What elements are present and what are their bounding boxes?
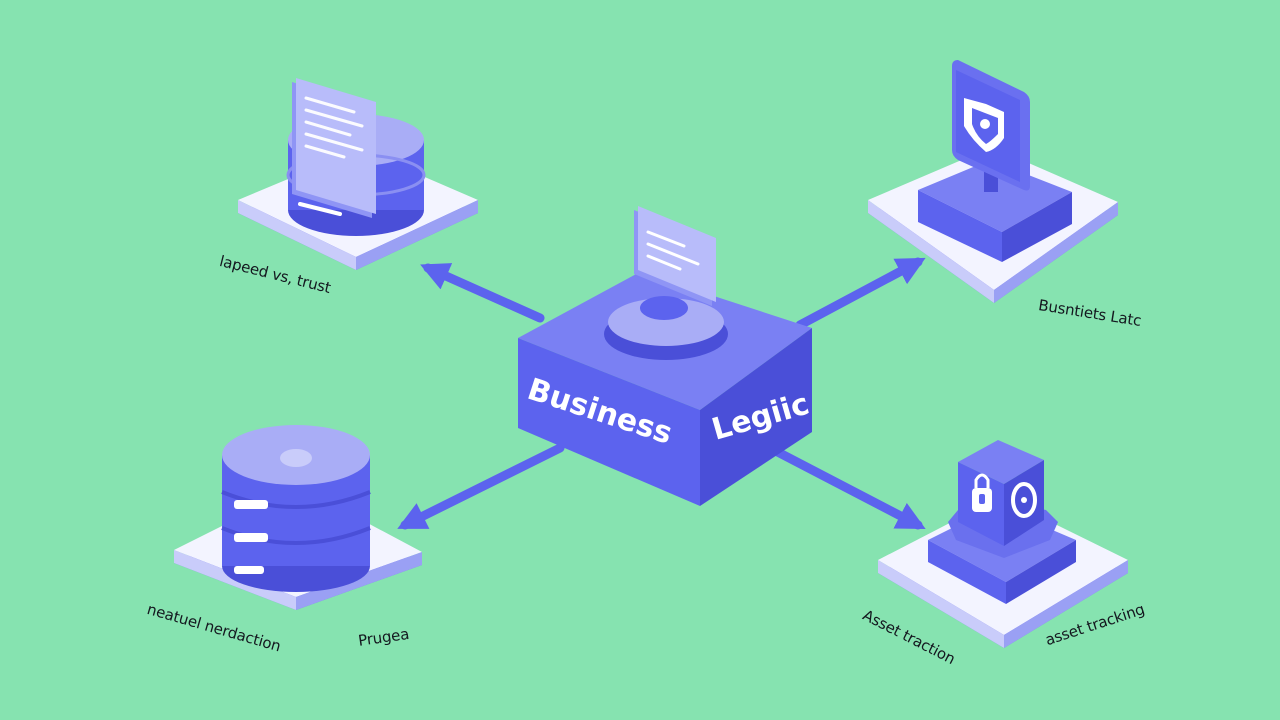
node-top-right [868, 60, 1118, 303]
lock-cube-icon [928, 440, 1076, 604]
database-stack-icon [221, 425, 371, 592]
arrow-to-top-right [795, 257, 926, 330]
hub-node [518, 206, 812, 506]
node-top-left [238, 78, 478, 270]
arrow-to-bottom-right [765, 443, 926, 530]
document-icon [604, 206, 728, 360]
arrows [397, 257, 926, 530]
node-bottom-left [174, 425, 422, 610]
arrow-to-bottom-left [397, 443, 565, 530]
arrow-to-top-left [420, 263, 545, 323]
shield-sign-icon [918, 60, 1072, 262]
node-bottom-right [878, 440, 1128, 648]
document-database-icon [286, 78, 426, 236]
